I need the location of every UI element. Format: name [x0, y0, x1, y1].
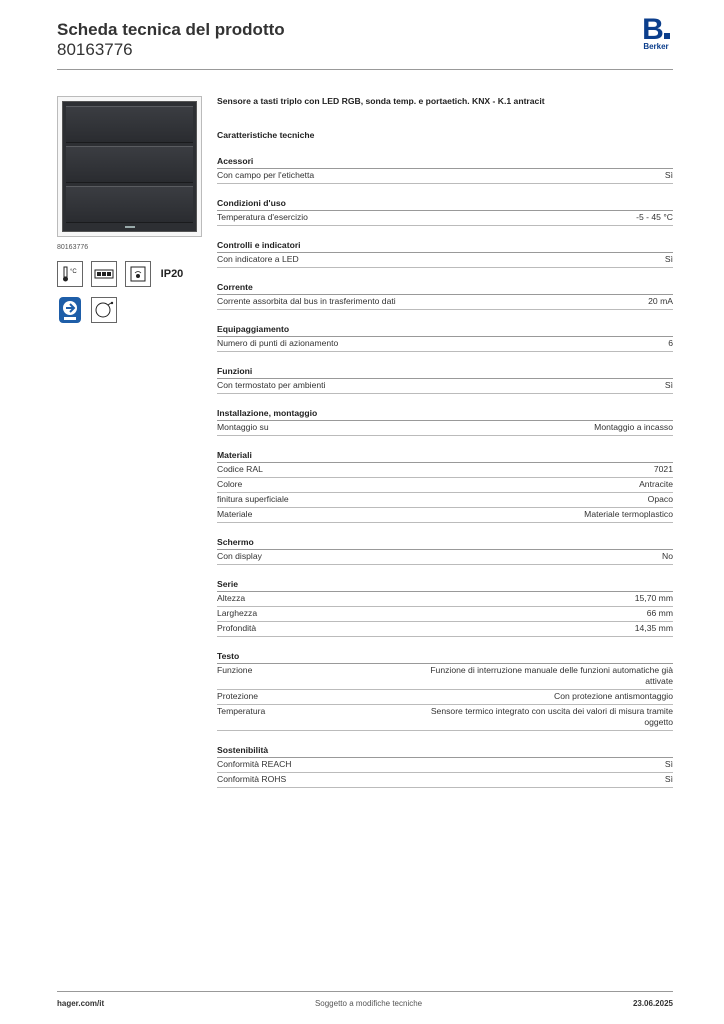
- sensor-keypad-icon: [125, 261, 151, 287]
- logo-text: Berker: [643, 42, 669, 51]
- rotating-sensor-icon: [91, 297, 117, 323]
- thermo-label: °C: [70, 269, 77, 275]
- footer-date: 23.06.2025: [632, 999, 673, 1008]
- spec-group-condizioni: Condizioni d'uso Temperatura d'esercizio…: [217, 198, 673, 226]
- group-title: Materiali: [217, 450, 673, 463]
- group-title: Corrente: [217, 282, 673, 295]
- product-photo-frame: [57, 96, 202, 237]
- photo-key-2: [66, 146, 193, 183]
- spec-group-controlli: Controlli e indicatori Con indicatore a …: [217, 240, 673, 268]
- document-title: Scheda tecnica del prodotto: [57, 20, 285, 39]
- page-footer: hager.com/it Soggetto a modifiche tecnic…: [57, 991, 673, 1015]
- specification-column: Sensore a tasti triplo con LED RGB, sond…: [217, 96, 673, 788]
- group-title: Testo: [217, 651, 673, 664]
- berker-logo: B Berker: [639, 13, 673, 51]
- ip20-badge: IP20: [159, 261, 185, 287]
- footer-website-link[interactable]: hager.com/it: [57, 999, 105, 1008]
- group-title: Equipaggiamento: [217, 324, 673, 337]
- group-title: Condizioni d'uso: [217, 198, 673, 211]
- footer-disclaimer: Soggetto a modifiche tecniche: [314, 999, 423, 1008]
- group-title: Installazione, montaggio: [217, 408, 673, 421]
- group-title: Schermo: [217, 537, 673, 550]
- product-title: Sensore a tasti triplo con LED RGB, sond…: [217, 96, 545, 106]
- technical-heading: Caratteristiche tecniche: [217, 130, 315, 140]
- keypad-icon: [91, 261, 117, 287]
- page-header: Scheda tecnica del prodotto 80163776 B B…: [57, 15, 673, 70]
- group-title: Sostenibilità: [217, 745, 673, 758]
- thermometer-celsius-icon: °C: [57, 261, 83, 287]
- spec-row: Corrente assorbita dal bus in trasferime…: [217, 295, 673, 310]
- spec-group-corrente: Corrente Corrente assorbita dal bus in t…: [217, 282, 673, 310]
- photo-code: 80163776: [57, 244, 89, 251]
- feature-icons-row-2: [57, 297, 202, 323]
- group-title: Acessori: [217, 156, 673, 169]
- logo-dot: [663, 33, 670, 39]
- photo-key-1: [66, 106, 193, 143]
- spec-group-equipaggiamento: Equipaggiamento Numero di punti di azion…: [217, 324, 673, 352]
- ip20-label: IP20: [160, 268, 184, 280]
- group-title: Funzioni: [217, 366, 673, 379]
- product-photo: [62, 101, 197, 232]
- group-title: Controlli e indicatori: [217, 240, 673, 253]
- spec-row: Temperatura d'esercizio-5 - 45 °C: [217, 211, 673, 226]
- bus-certification-icon: [57, 297, 83, 323]
- feature-icons-row-1: °C IP20: [57, 261, 202, 287]
- logo-mark: B: [642, 13, 664, 46]
- photo-key-3: [66, 186, 193, 223]
- photo-led: [125, 226, 135, 228]
- document-code: 80163776: [57, 40, 133, 59]
- group-title: Serie: [217, 579, 673, 592]
- product-image-column: 80163776 °C IP20: [57, 96, 202, 323]
